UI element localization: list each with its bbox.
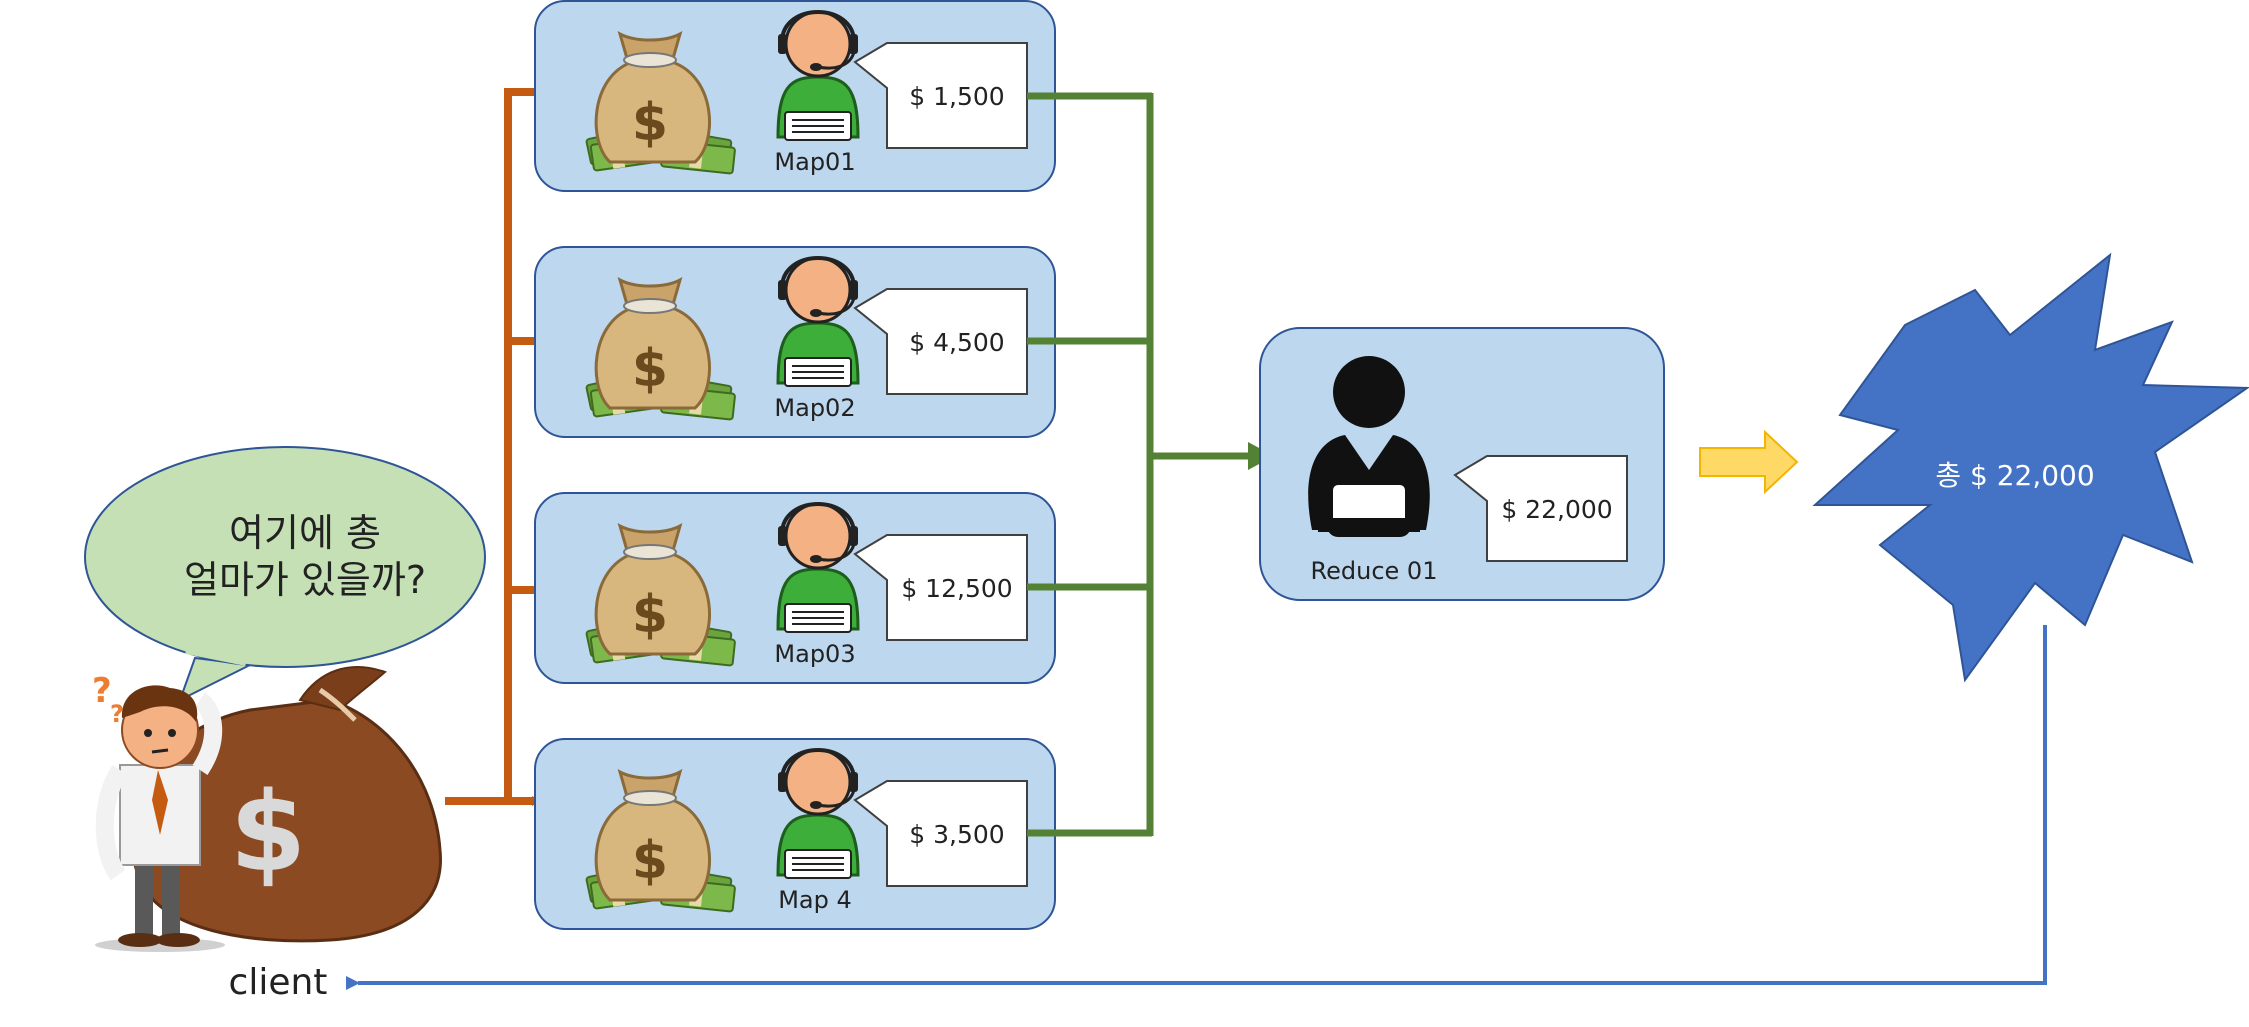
result-label: 총 $ 22,000: [1935, 459, 2094, 492]
svg-text:?: ?: [92, 671, 112, 711]
reduce-panel: $ 22,000 Reduce 01: [1259, 327, 1665, 601]
return-line: [346, 625, 2047, 990]
question-line-1: 여기에 총: [229, 511, 381, 555]
question-line-2: 얼마가 있을까?: [184, 558, 426, 602]
reduce-value: $ 22,000: [1501, 495, 1612, 524]
split-arrows: [445, 87, 562, 806]
map-4-value: $ 3,500: [909, 820, 1004, 849]
map-panel-4: $ 3,500 Map 4: [534, 738, 1056, 930]
map-2-value: $ 4,500: [909, 328, 1004, 357]
speech-bubble: [84, 446, 486, 703]
shuffle-arrows: [1027, 92, 1248, 837]
map-3-value: $ 12,500: [901, 574, 1012, 603]
map-panel-2: $ 4,500 Map02: [534, 246, 1056, 438]
person-at-laptop-icon: [1308, 356, 1430, 537]
map-2-label: Map02: [774, 394, 855, 422]
result-burst: [1812, 252, 2249, 683]
confused-man-icon: ? ?: [92, 671, 225, 952]
reduce-label: Reduce 01: [1311, 557, 1438, 585]
map-panel-1: $ 1,500 Map01: [534, 0, 1056, 192]
svg-text:?: ?: [110, 700, 124, 728]
map-1-label: Map01: [774, 148, 855, 176]
map-1-value: $ 1,500: [909, 82, 1004, 111]
map-panel-3: $ 12,500 Map03: [534, 492, 1056, 684]
result-arrow-icon: [1699, 429, 1799, 495]
map-3-label: Map03: [774, 640, 855, 668]
client-label: client: [229, 962, 328, 1003]
svg-text:$: $: [230, 768, 307, 896]
map-4-label: Map 4: [778, 886, 852, 914]
